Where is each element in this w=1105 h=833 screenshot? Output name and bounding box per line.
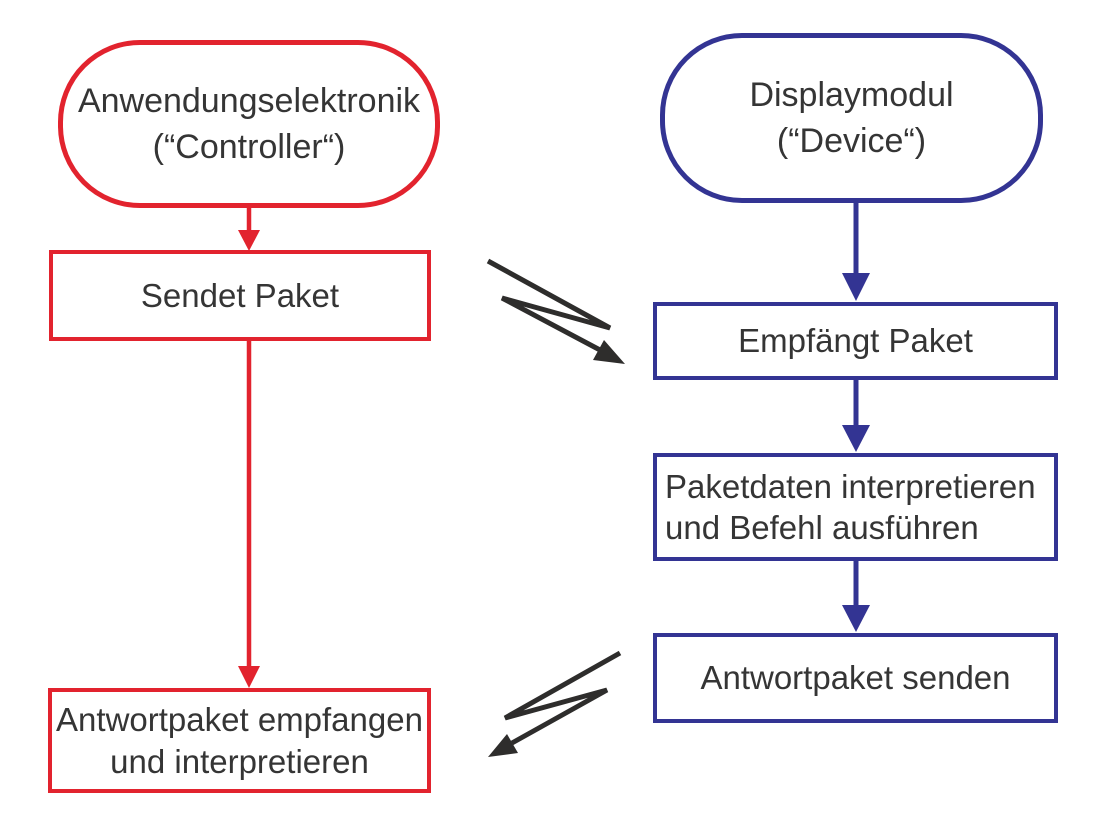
arrow-receive-to-interpret [842,380,870,452]
send-response-label: Antwortpaket senden [700,659,1011,697]
device-terminal-line2: (“Device“) [776,122,927,160]
arrow-interpret-to-send-response [842,561,870,632]
receive-response-line1: Antwortpaket empfangen [56,701,423,739]
interpret-packet-line1: Paketdaten interpretieren [665,467,1036,505]
device-terminal-node: Displaymodul (“Device“) [660,33,1043,203]
zigzag-arrow-response-transmission [488,650,622,757]
device-terminal-line1: Displaymodul [749,75,954,114]
receive-packet-node: Empfängt Paket [653,302,1058,380]
receive-response-node: Antwortpaket empfangen und interpretiere… [48,688,431,793]
controller-terminal-line1: Anwendungselektronik [77,81,421,120]
send-packet-label: Sendet Paket [140,276,340,314]
controller-terminal-node: Anwendungselektronik (“Controller“) [58,40,440,208]
arrow-controller-to-send-packet [238,208,260,251]
receive-packet-label: Empfängt Paket [738,322,973,360]
zigzag-arrow-request-transmission [486,258,625,364]
interpret-packet-node: Paketdaten interpretieren und Befehl aus… [653,453,1058,561]
send-packet-node: Sendet Paket [49,250,431,341]
send-response-node: Antwortpaket senden [653,633,1058,723]
arrow-device-to-receive-packet [842,203,870,301]
receive-response-line2: und interpretieren [110,742,369,780]
controller-terminal-line2: (“Controller“) [152,128,346,166]
arrow-send-packet-to-receive-response [238,341,260,688]
interpret-packet-line2: und Befehl ausführen [665,509,979,546]
